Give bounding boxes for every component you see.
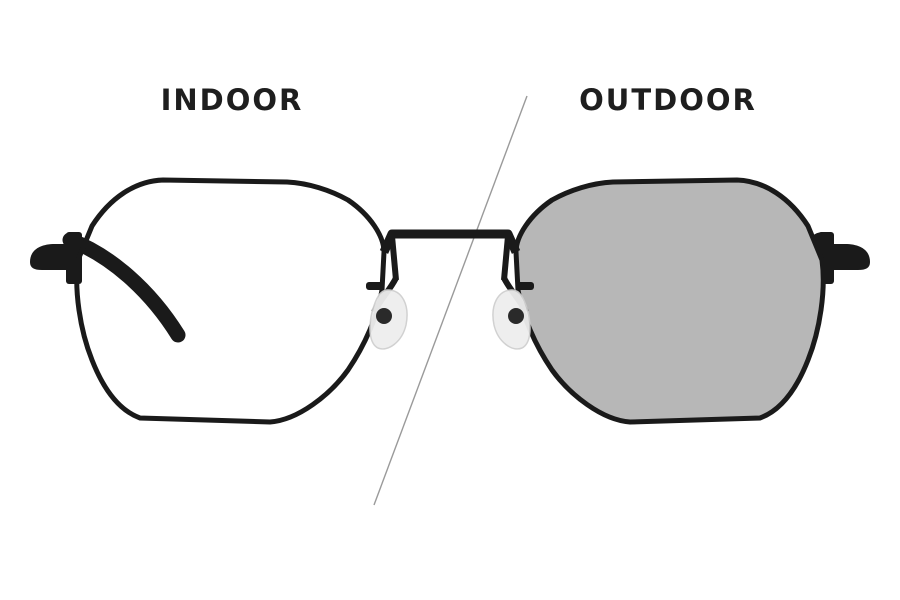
split-divider	[373, 95, 528, 506]
bridge-left-leg	[389, 235, 399, 281]
bridge-right-leg	[501, 235, 511, 281]
left-lens-rim	[74, 177, 387, 425]
right-pad-screw	[508, 308, 524, 324]
indoor-label: INDOOR	[160, 83, 304, 117]
left-temple-arm	[62, 232, 186, 343]
outdoor-label: OUTDOOR	[579, 83, 757, 117]
left-pad-clip	[366, 282, 384, 290]
right-pad-clip	[516, 282, 534, 290]
left-pad-screw	[376, 308, 392, 324]
nose-bridge	[379, 229, 521, 254]
right-lens-rim	[513, 177, 826, 425]
outdoor-lens-tint	[516, 180, 824, 422]
